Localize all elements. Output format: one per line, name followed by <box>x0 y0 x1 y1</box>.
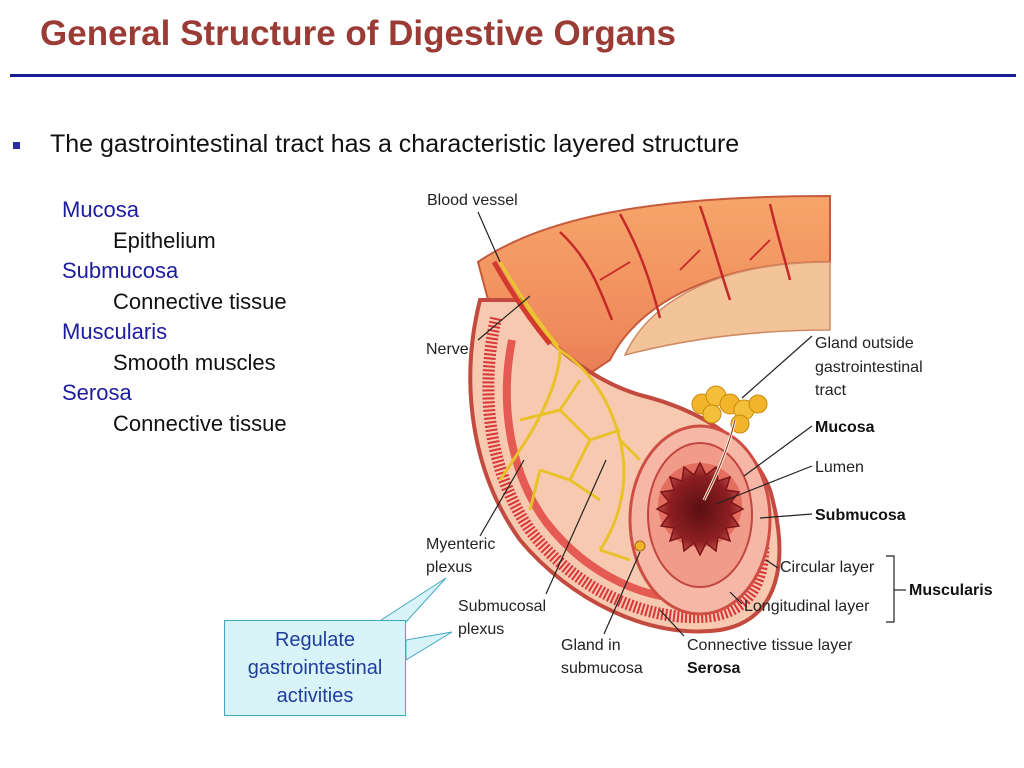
label-gland-in-submucosa-line1: Gland in <box>561 637 621 654</box>
label-muscularis: Muscularis <box>909 582 993 599</box>
lumen-folds <box>655 461 745 557</box>
layer-name-mucosa: Mucosa <box>62 197 140 222</box>
layer-list: Mucosa Epithelium Submucosa Connective t… <box>62 196 287 440</box>
gland-in-submucosa-dot <box>634 540 646 552</box>
label-serosa: Serosa <box>687 660 740 677</box>
layer-desc-serosa: Connective tissue <box>113 410 287 436</box>
label-mucosa: Mucosa <box>815 419 875 436</box>
slide-title: General Structure of Digestive Organs <box>40 14 677 53</box>
label-gland-outside-line3: tract <box>815 382 847 399</box>
leader-lines <box>477 211 906 637</box>
label-blood-vessel: Blood vessel <box>427 192 518 209</box>
label-gland-in-submucosa-line2: submucosa <box>561 660 643 677</box>
label-submucosa: Submucosa <box>815 507 906 524</box>
label-nerve: Nerve <box>426 341 469 358</box>
regulate-callout: Regulate gastrointestinal activities <box>224 620 406 716</box>
callout-pointers <box>376 577 453 661</box>
label-submucosal-line2: plexus <box>458 621 504 638</box>
label-myenteric-line1: Myenteric <box>426 536 495 553</box>
label-myenteric-line2: plexus <box>426 559 472 576</box>
title-divider <box>10 74 1016 77</box>
callout-line1: Regulate <box>274 629 356 651</box>
label-connective-tissue-layer: Connective tissue layer <box>687 637 853 654</box>
layer-desc-submucosa: Connective tissue <box>113 288 287 314</box>
layer-name-muscularis: Muscularis <box>62 319 168 344</box>
layer-desc-muscularis: Smooth muscles <box>113 349 276 375</box>
intestine-illustration <box>468 194 831 634</box>
label-gland-outside-line1: Gland outside <box>815 335 914 352</box>
label-longitudinal-layer: Longitudinal layer <box>744 598 870 615</box>
bullet-text: The gastrointestinal tract has a charact… <box>50 130 740 158</box>
label-circular-layer: Circular layer <box>780 559 875 576</box>
layer-name-submucosa: Submucosa <box>62 258 179 283</box>
label-gland-outside-line2: gastrointestinal <box>815 359 923 376</box>
label-submucosal-line1: Submucosal <box>458 598 546 615</box>
square-bullet-icon <box>13 142 20 149</box>
diagram-labels: Blood vessel Nerve Gland outside gastroi… <box>426 192 993 677</box>
layer-desc-mucosa: Epithelium <box>113 227 216 253</box>
layer-name-serosa: Serosa <box>62 380 132 405</box>
gland-outside-illustration <box>691 385 768 501</box>
callout-line2: gastrointestinal <box>247 657 383 679</box>
label-lumen: Lumen <box>815 459 864 476</box>
callout-line3: activities <box>276 685 354 707</box>
